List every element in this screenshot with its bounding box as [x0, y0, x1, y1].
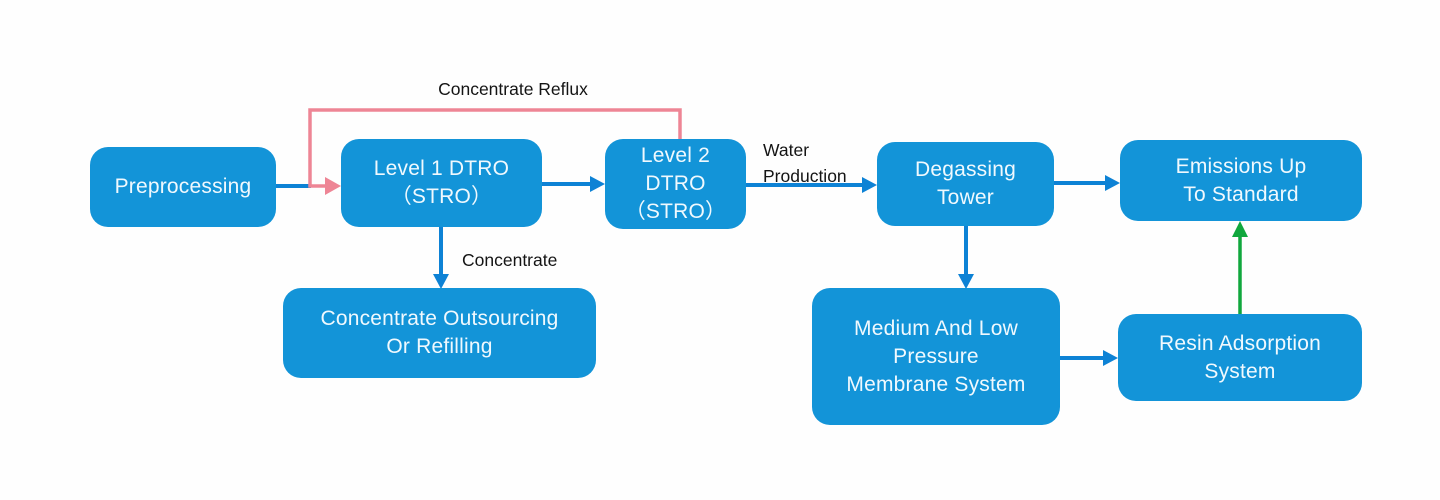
- edge-level1-to-level2: [542, 176, 605, 192]
- node-degassing-tower: Degassing Tower: [877, 142, 1054, 226]
- node-emissions-up-to-standard: Emissions Up To Standard: [1120, 140, 1362, 221]
- concentrate-label: Concentrate: [462, 250, 558, 270]
- node-level1-dtro: Level 1 DTRO （STRO）: [341, 139, 542, 227]
- node-resin-adsorption-system: Resin Adsorption System: [1118, 314, 1362, 401]
- edge-degassing-to-membrane: [958, 226, 974, 289]
- water-production-label: Water Production: [763, 140, 847, 186]
- edge-degassing-to-emissions: [1054, 175, 1120, 191]
- edge-resin-to-emissions: [1232, 221, 1248, 314]
- edge-level1-to-concentrate-out: [433, 227, 449, 289]
- node-medium-low-pressure-membrane-system: Medium And Low Pressure Membrane System: [812, 288, 1060, 425]
- node-preprocessing: Preprocessing: [90, 147, 276, 227]
- edge-membrane-to-resin: [1060, 350, 1118, 366]
- node-concentrate-outsourcing: Concentrate Outsourcing Or Refilling: [283, 288, 596, 378]
- concentrate-reflux-label: Concentrate Reflux: [438, 79, 588, 99]
- node-level2-dtro: Level 2 DTRO （STRO）: [605, 139, 746, 229]
